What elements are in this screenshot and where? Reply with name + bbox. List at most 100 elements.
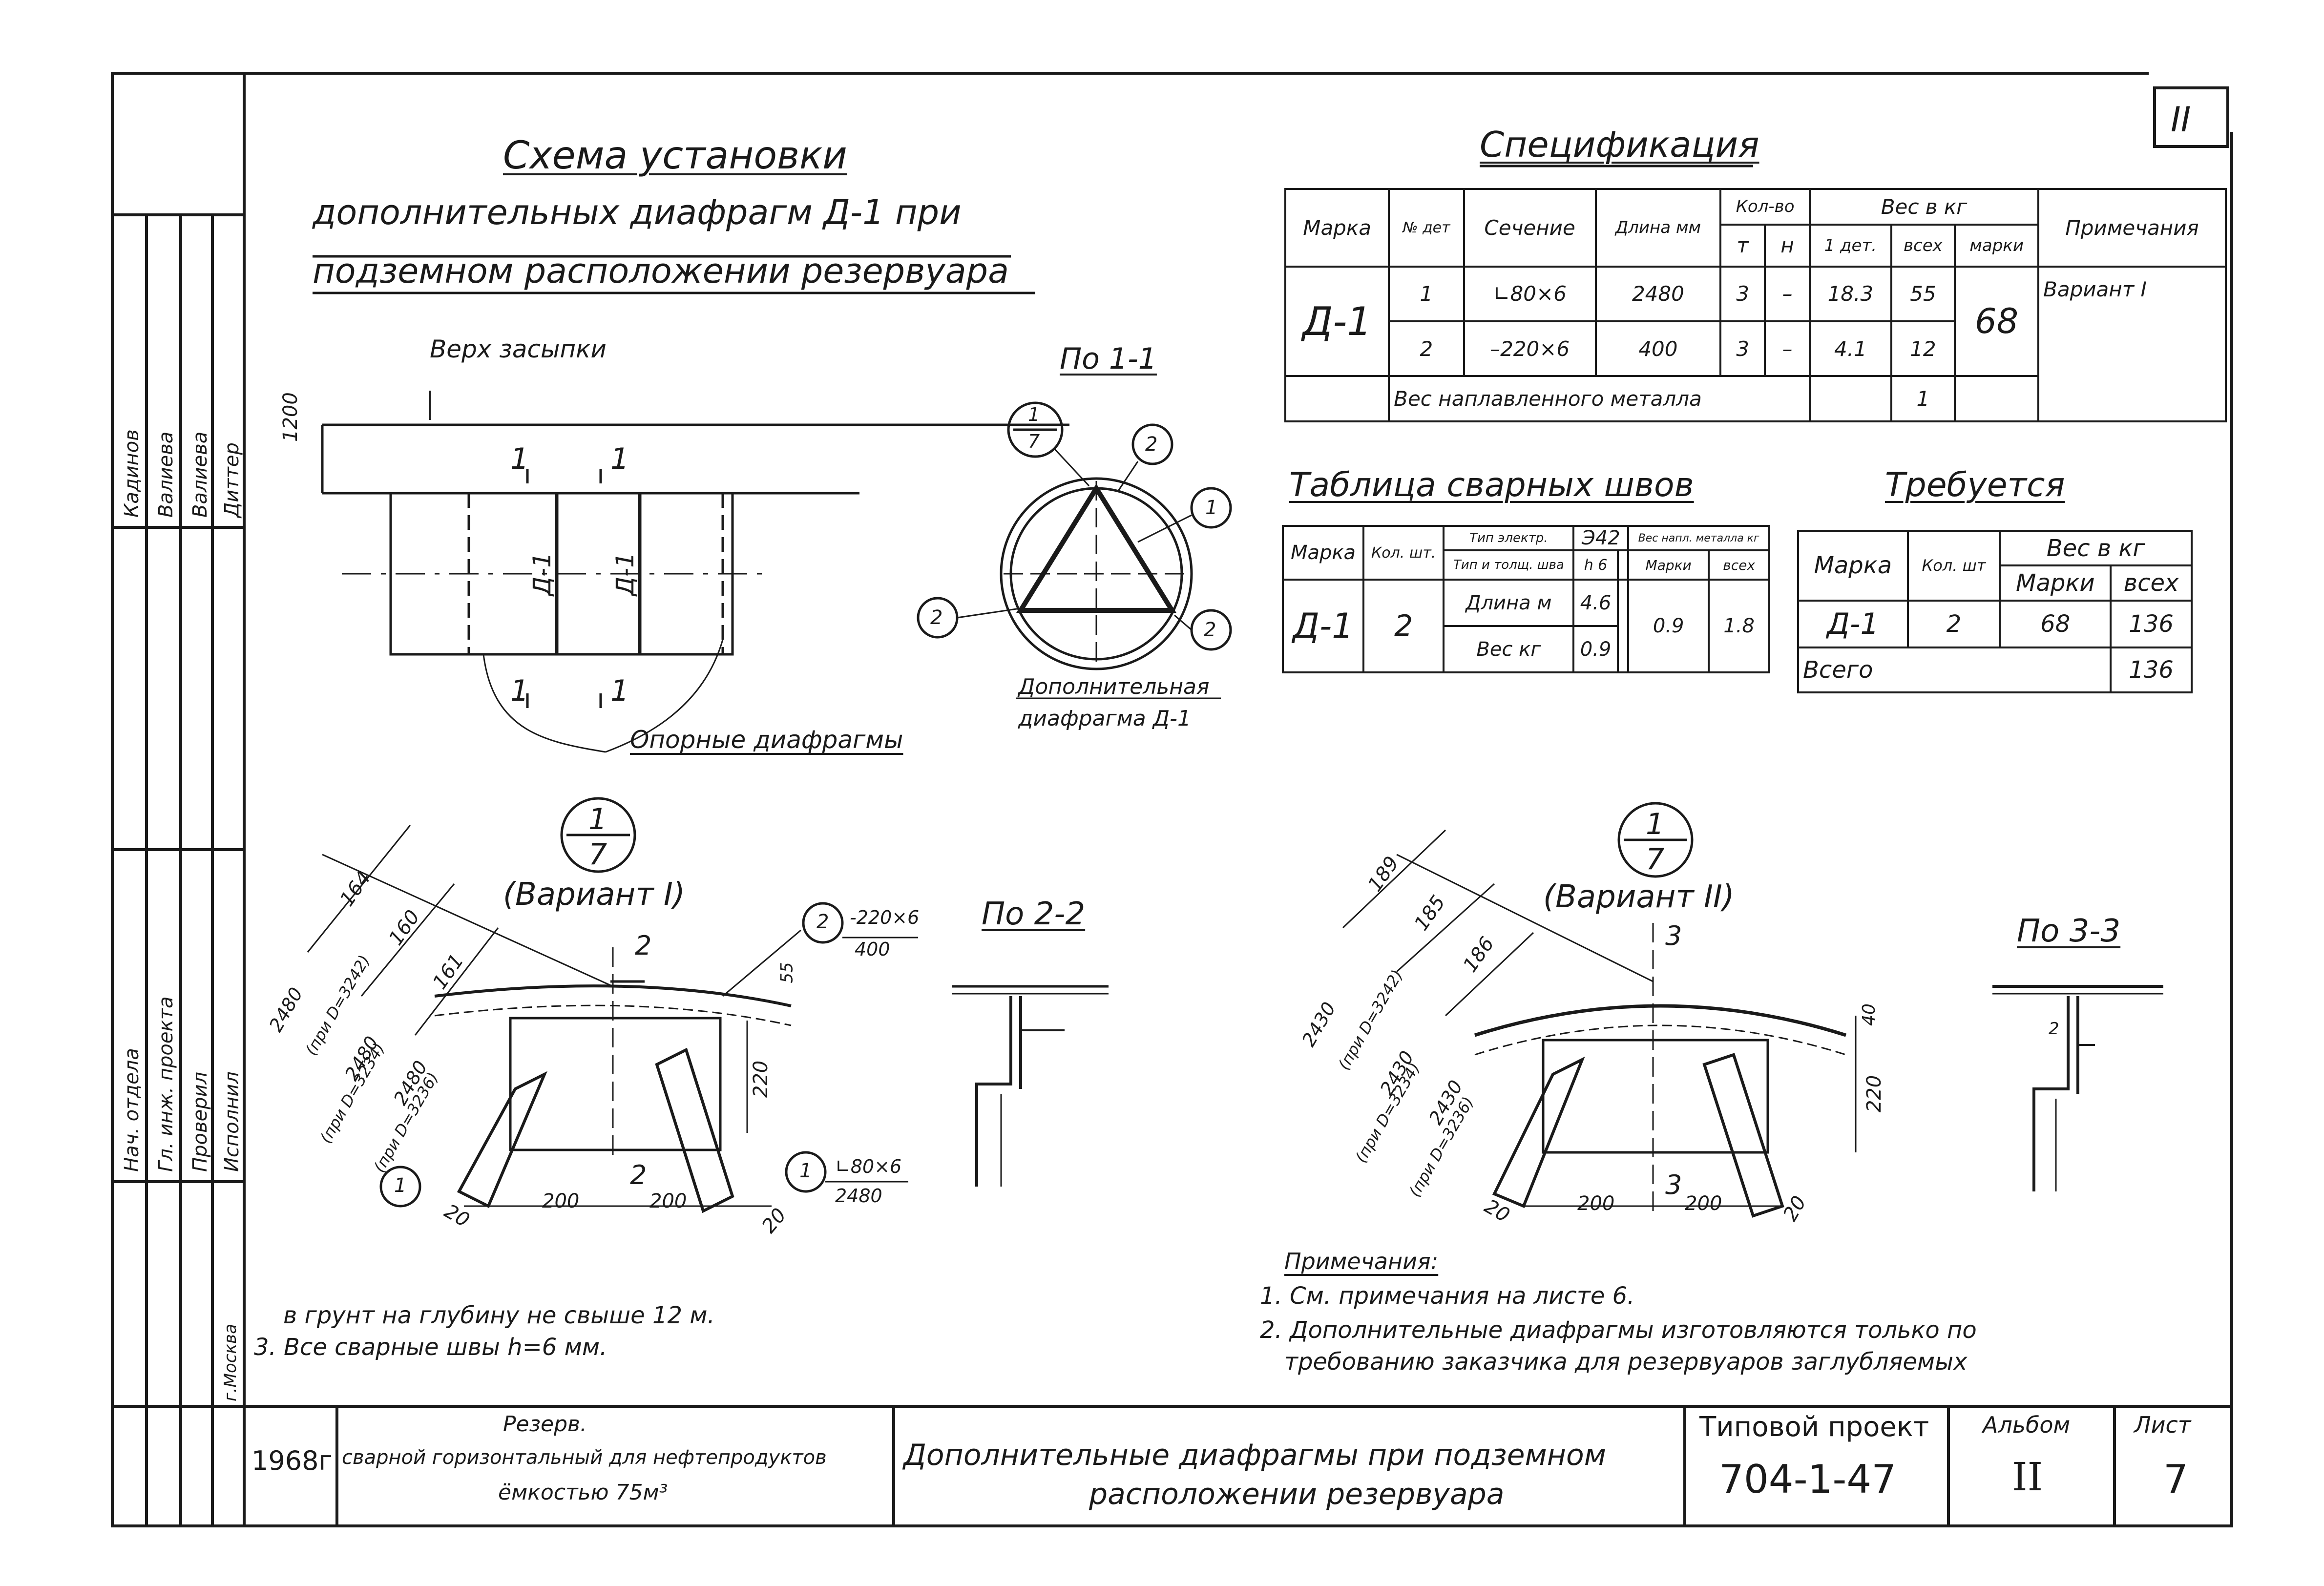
stamp-album-label: Альбом [1983,1412,2071,1438]
diaphragm-label-left: Д-1 [528,552,556,596]
notes-title: Примечания: [1284,1248,1439,1274]
side-role-2: Гл. инж. проекта [155,996,177,1172]
weld-header-blank [1616,549,1630,581]
sheet-corner-number: II [2171,100,2191,140]
weld-header-weld-metal: Вес напл. металла кг [1627,525,1770,551]
weld-header-electrode-value: Э42 [1572,525,1630,551]
spec-row-det: 1 [1388,265,1465,323]
side-name-4: Диттер [221,442,243,518]
note-2c: в грунт на глубину не свыше 12 м. [283,1302,715,1329]
spec-row-length: 2480 [1594,265,1722,323]
detail-1-plate-spec: -220×6 [850,907,920,928]
detail-1-cut-bottom: 2 [630,1160,647,1190]
req-header-all: всех [2110,564,2193,602]
section-3-3-title: По 3-3 [2017,913,2121,949]
spec-header-notes: Примечания [2037,188,2227,268]
section-mark-top-left: 1 [510,442,529,476]
detail-2-dim-40: 40 [1859,1003,1879,1026]
req-header-per-mark: Марки [1999,564,2112,602]
title-underlines [313,165,1753,294]
weld-length-value: 4.6 [1572,579,1619,627]
callout-1-7-top: 1 [1028,404,1040,425]
spec-blank-cell [1809,375,1892,422]
spec-header-det: № дет [1388,188,1465,268]
tank-scheme [321,391,1069,753]
spec-header-mark: Марка [1284,188,1390,268]
detail-1-drawing [307,797,1109,1213]
detail-2-cut-bottom: 3 [1665,1169,1682,1200]
note-2b: требованию заказчика для резервуаров заг… [1284,1348,1968,1376]
stamp-reservoir-2: сварной горизонтальный для нефтепродукто… [342,1446,827,1469]
backfill-label: Верх засыпки [430,335,607,363]
side-name-1: Кадинов [121,429,143,518]
stamp-project-number: 704-1-47 [1719,1457,1897,1502]
weld-header-per-mark: Марки [1627,549,1710,581]
detail-1-dim-220: 220 [750,1060,773,1098]
detail-2-dim-220: 220 [1863,1075,1886,1113]
side-name-2: Валиева [155,431,177,518]
weld-weight-value: 0.9 [1572,625,1619,673]
detail-1-dim-200-left: 200 [542,1190,580,1212]
req-header-qty: Кол. шт [1906,530,2001,602]
spec-header-length: Длина мм [1594,188,1722,268]
detail-1-variant: (Вариант I) [503,876,685,913]
spec-row-length: 400 [1594,320,1722,377]
weld-header-qty: Кол. шт. [1362,525,1445,581]
side-name-3: Валиева [189,431,211,518]
stamp-project-label: Типовой проект [1699,1411,1929,1443]
req-row-mark: Д-1 [1797,599,1909,649]
weld-qty: 2 [1362,579,1445,673]
specification-table: Марка № дет Сечение Длина мм Кол-во Вес … [1284,188,2227,423]
detail-2-callout-top: 1 [1646,807,1665,841]
weld-length-label: Длина м [1443,579,1575,627]
required-title: Требуется [1885,466,2065,504]
weld-blank [1616,579,1630,673]
detail-1-plate-len: 400 [855,939,890,960]
spec-header-w-mark: марки [1954,223,2040,268]
spec-row-all: 12 [1890,320,1956,377]
req-header-weight: Вес в кг [1999,529,2193,567]
detail-2-cut-top: 3 [1665,920,1682,951]
spec-mark-weight: 68 [1954,265,2040,377]
pos-2-left: 2 [930,606,943,629]
detail-1-callout-bottom: 7 [588,837,607,872]
stamp-reservoir-3: ёмкостью 75м³ [498,1480,668,1505]
req-row-per-mark: 68 [1999,599,2112,649]
required-table: Марка Кол. шт Вес в кг Марки всех Д-1 2 … [1797,529,2193,693]
note-3: 3. Все сварные швы h=6 мм. [254,1334,607,1361]
note-2a: 2. Дополнительные диафрагмы изготовляютс… [1260,1316,1977,1344]
section-mark-top-right: 1 [610,442,629,476]
weld-table: Марка Кол. шт. Тип электр. Э42 Вес напл.… [1281,525,1770,673]
side-role-3: Проверил [189,1071,211,1172]
extra-diaphragm-label-2: диафрагма Д-1 [1018,706,1191,731]
spec-mark-cell: Д-1 [1284,265,1390,377]
title-line-3: подземном расположении резервуара [313,251,1009,291]
weld-weight-label: Вес кг [1443,625,1575,673]
detail-1-plate-pos: 2 [817,911,829,933]
spec-header-qty: Кол-во [1719,188,1811,226]
req-row-all: 136 [2110,599,2193,649]
detail-2-drawing [1342,802,2163,1218]
height-dimension: 1200 [279,392,302,442]
pos-2-top: 2 [1145,433,1158,456]
pos-1-right: 1 [1205,497,1218,519]
req-header-mark: Марка [1797,530,1909,602]
spec-header-qty-t: т [1719,223,1766,268]
stamp-reservoir-1: Резерв. [503,1412,587,1437]
detail-2-dim-200-right: 200 [1685,1192,1722,1215]
detail-1-angle-pos: 1 [799,1160,812,1182]
detail-1-angle-spec: ∟80×6 [835,1156,902,1177]
spec-weld-metal-value: 1 [1890,375,1956,422]
detail-2-callout-bottom: 7 [1646,842,1665,876]
stamp-sheet-label: Лист [2134,1412,2191,1438]
spec-row-section: ∟80×6 [1463,265,1597,323]
section-mark-bottom-left: 1 [510,674,529,708]
callout-1-7-bottom: 7 [1028,431,1040,452]
spec-row-n: – [1763,265,1811,323]
section-3-3-dim-2: 2 [2049,1019,2059,1039]
side-role-4: Исполнил [221,1071,243,1172]
weld-header-mark: Марка [1281,525,1365,581]
spec-note: Вариант I [2037,265,2227,423]
specification-title: Спецификация [1480,124,1759,165]
spec-blank-cell [1284,375,1390,422]
